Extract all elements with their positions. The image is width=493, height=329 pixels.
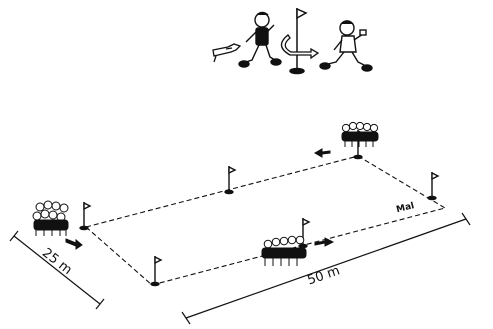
pointing-hand-icon [212,43,242,63]
children-group-icon [341,121,379,147]
flag-post-icon [150,255,163,287]
running-child-icon [319,20,373,72]
flag-post-icon [298,217,311,249]
width-label: 25 m [39,246,75,278]
width-dimension [9,230,105,310]
flag-post-icon [427,171,440,201]
field-back-line [85,155,359,228]
flag-post-icon [224,165,237,195]
children-group-icon [32,200,69,236]
length-dimension [181,212,471,325]
field-front-line [151,207,446,286]
flag-post-icon [79,201,92,231]
direction-arrow-icon [65,238,83,250]
direction-arrow-icon [314,237,335,247]
direction-arrow-icon [313,148,331,158]
running-child-icon [238,11,282,68]
children-group-icon [261,235,307,266]
flag-post-icon [289,7,308,75]
length-label: 50 m [306,263,342,288]
turn-around-arrow-icon [280,34,320,60]
field-left-line [85,226,153,286]
inset-illustration [212,7,373,75]
corner-label: Mal [395,201,415,215]
